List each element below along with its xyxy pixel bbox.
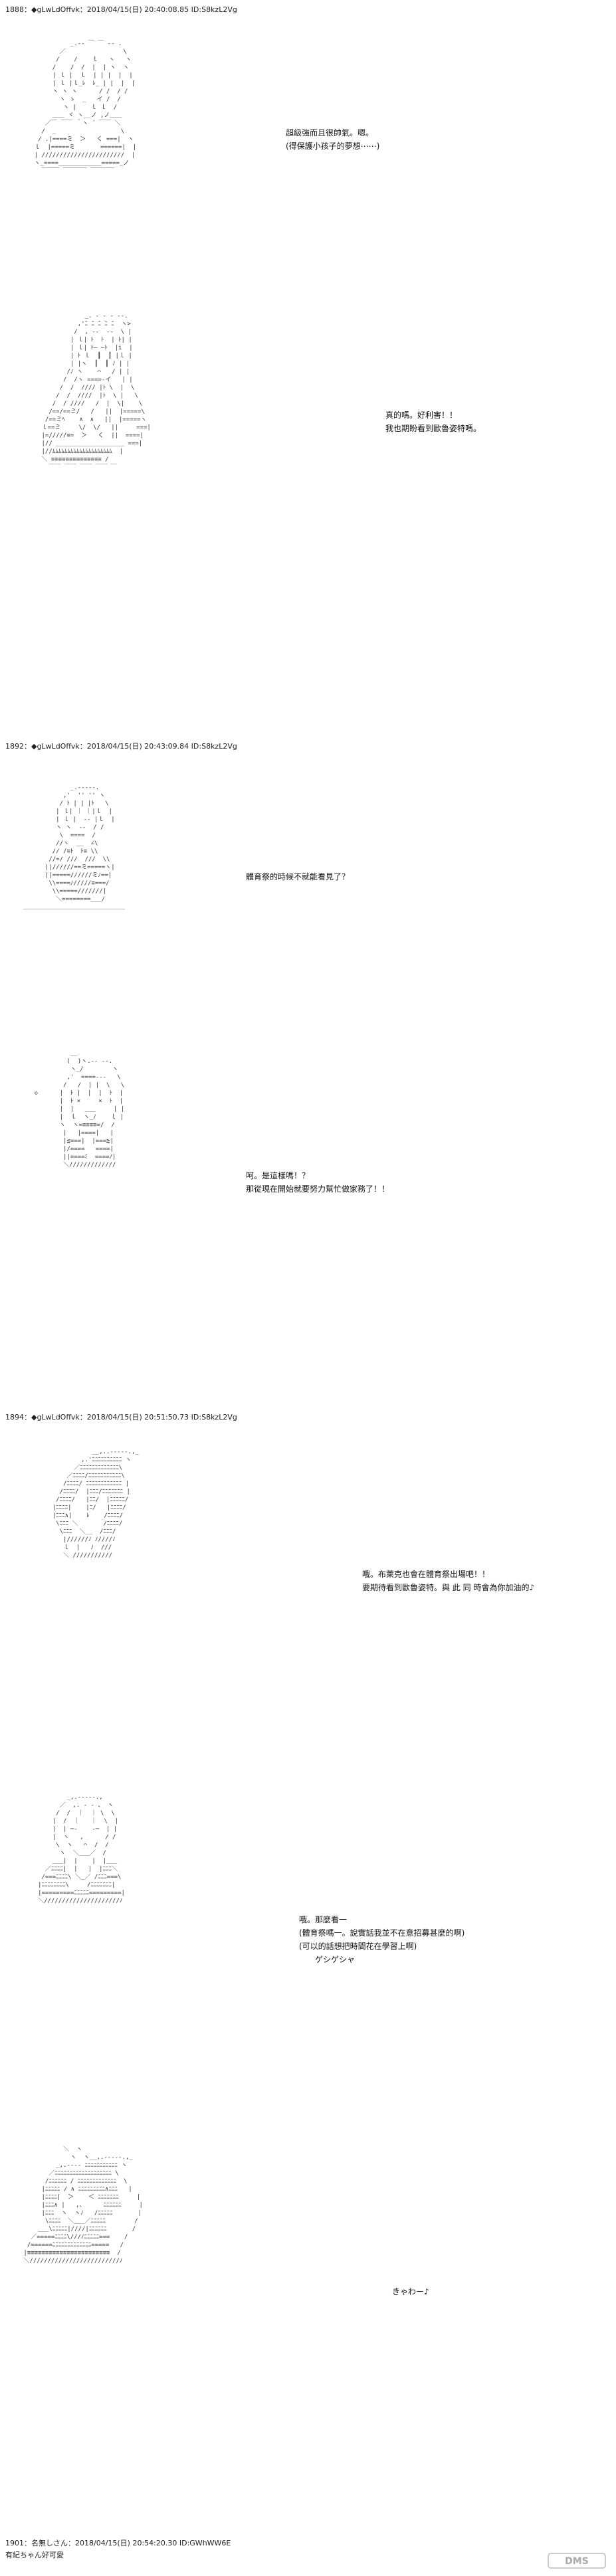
speech-text: 真的嗎。好利害！！ 我也期盼看到歐魯姿特嗎。 xyxy=(385,409,481,435)
speech-line: 哦。布萊克也會在體育祭出場吧！！ xyxy=(362,1570,490,1579)
post-header: 1894：◆gLwLdOffvk：2018/04/15(日) 20:51:50.… xyxy=(5,1413,237,1422)
speech-line: 體育祭的時候不就能看見了？ xyxy=(246,872,350,881)
speech-line: 那從現在開始就要努力幫忙做家務了！！ xyxy=(246,1184,390,1194)
speech-text: 體育祭的時候不就能看見了？ xyxy=(246,870,350,883)
ascii-art-panel: __,..-‐‐‐-.,_ ,.'ﾆﾆﾆﾆﾆﾆﾆﾆﾆﾆ ヽ ／ﾆﾆﾆﾆﾆﾆﾆﾆﾆ… xyxy=(52,1449,139,1559)
ascii-art-panel: _,.-‐‐‐-., ／ ,. ‐ ‐ 、 ヽ / / ｜ ｜ \ \ | / … xyxy=(38,1794,125,1904)
watermark-text: DMS xyxy=(565,2556,589,2567)
ascii-art-panel: ＼ ヽ ヽ ヽ__,.-‐‐‐-.,_ _,.-‐‐‐ ﾆﾆﾆﾆﾆﾆﾆﾆﾆﾆﾆ … xyxy=(23,2146,143,2264)
speech-line: (可以的話想把時間花在學習上啊) xyxy=(299,1942,417,1951)
reply-text: 有紀ちゃん好可愛 xyxy=(5,2551,64,2559)
reply-header: 1901：名無しさん：2018/04/15(日) 20:54:20.30 ID:… xyxy=(5,2539,231,2547)
speech-line: 超級強而且很帥氣。嗯。 xyxy=(286,128,374,138)
speech-text: 呵。是這樣嗎！？ 那從現在開始就要努力幫忙做家務了！！ xyxy=(246,1169,389,1196)
speech-line: (體育祭嗎一。說實話我並不在意招募甚麼的啊) xyxy=(299,1928,465,1938)
speech-line: 哦。那麼看一 xyxy=(299,1915,348,1924)
sound-effect: ゲシゲシャ xyxy=(315,1955,356,1964)
speech-text: きゃわー♪ xyxy=(392,2285,429,2298)
site-watermark-logo: DMS xyxy=(547,2551,607,2571)
speech-line: きゃわー♪ xyxy=(392,2287,429,2296)
speech-line: 真的嗎。好利害！！ xyxy=(385,411,458,420)
speech-line: 要期待看到歐魯姿特。與 此 同 時會為你加油的♪ xyxy=(362,1583,535,1592)
ascii-art-panel: _.-‐‐‐-. ,' '' '' ヽ / ﾄ | | |ﾄ \ | ｌ| ｜ … xyxy=(23,784,126,911)
post-header: 1892：◆gLwLdOffvk：2018/04/15(日) 20:43:09.… xyxy=(5,742,237,751)
speech-line: (得保護小孩子的夢想⋯⋯) xyxy=(286,141,380,151)
ascii-art-panel: __ ( )ヽ.-‐ ‐-. ヽ_/ ヽ ,' ====--- \ / / | … xyxy=(34,1050,125,1168)
post-header: 1888：◆gLwLdOffvk：2018/04/15(日) 20:40:08.… xyxy=(5,5,237,14)
speech-line: 呵。是這樣嗎！？ xyxy=(246,1171,310,1180)
speech-text: 哦。布萊克也會在體育祭出場吧！！ 要期待看到歐魯姿特。與 此 同 時會為你加油的… xyxy=(362,1568,534,1594)
ascii-art-panel: _. ‐ ‐ ‐ ‐-. ,'ﾆ ﾆ ﾆ ﾆ ﾆ ヽ> / , -‐ ‐- \ … xyxy=(41,313,151,471)
speech-text: 超級強而且很帥氣。嗯。 (得保護小孩子的夢想⋯⋯) xyxy=(286,126,379,153)
speech-line: 我也期盼看到歐魯姿特嗎。 xyxy=(385,424,482,433)
ascii-art-panel: _.-‐ ￣ ￣ ‐- . ／ \ / / ｌ ヽ ヽ / / / | | ヽ … xyxy=(34,41,137,175)
speech-text: 哦。那麼看一 (體育祭嗎一。說實話我並不在意招募甚麼的啊) (可以的話想把時間花… xyxy=(299,1913,464,1966)
